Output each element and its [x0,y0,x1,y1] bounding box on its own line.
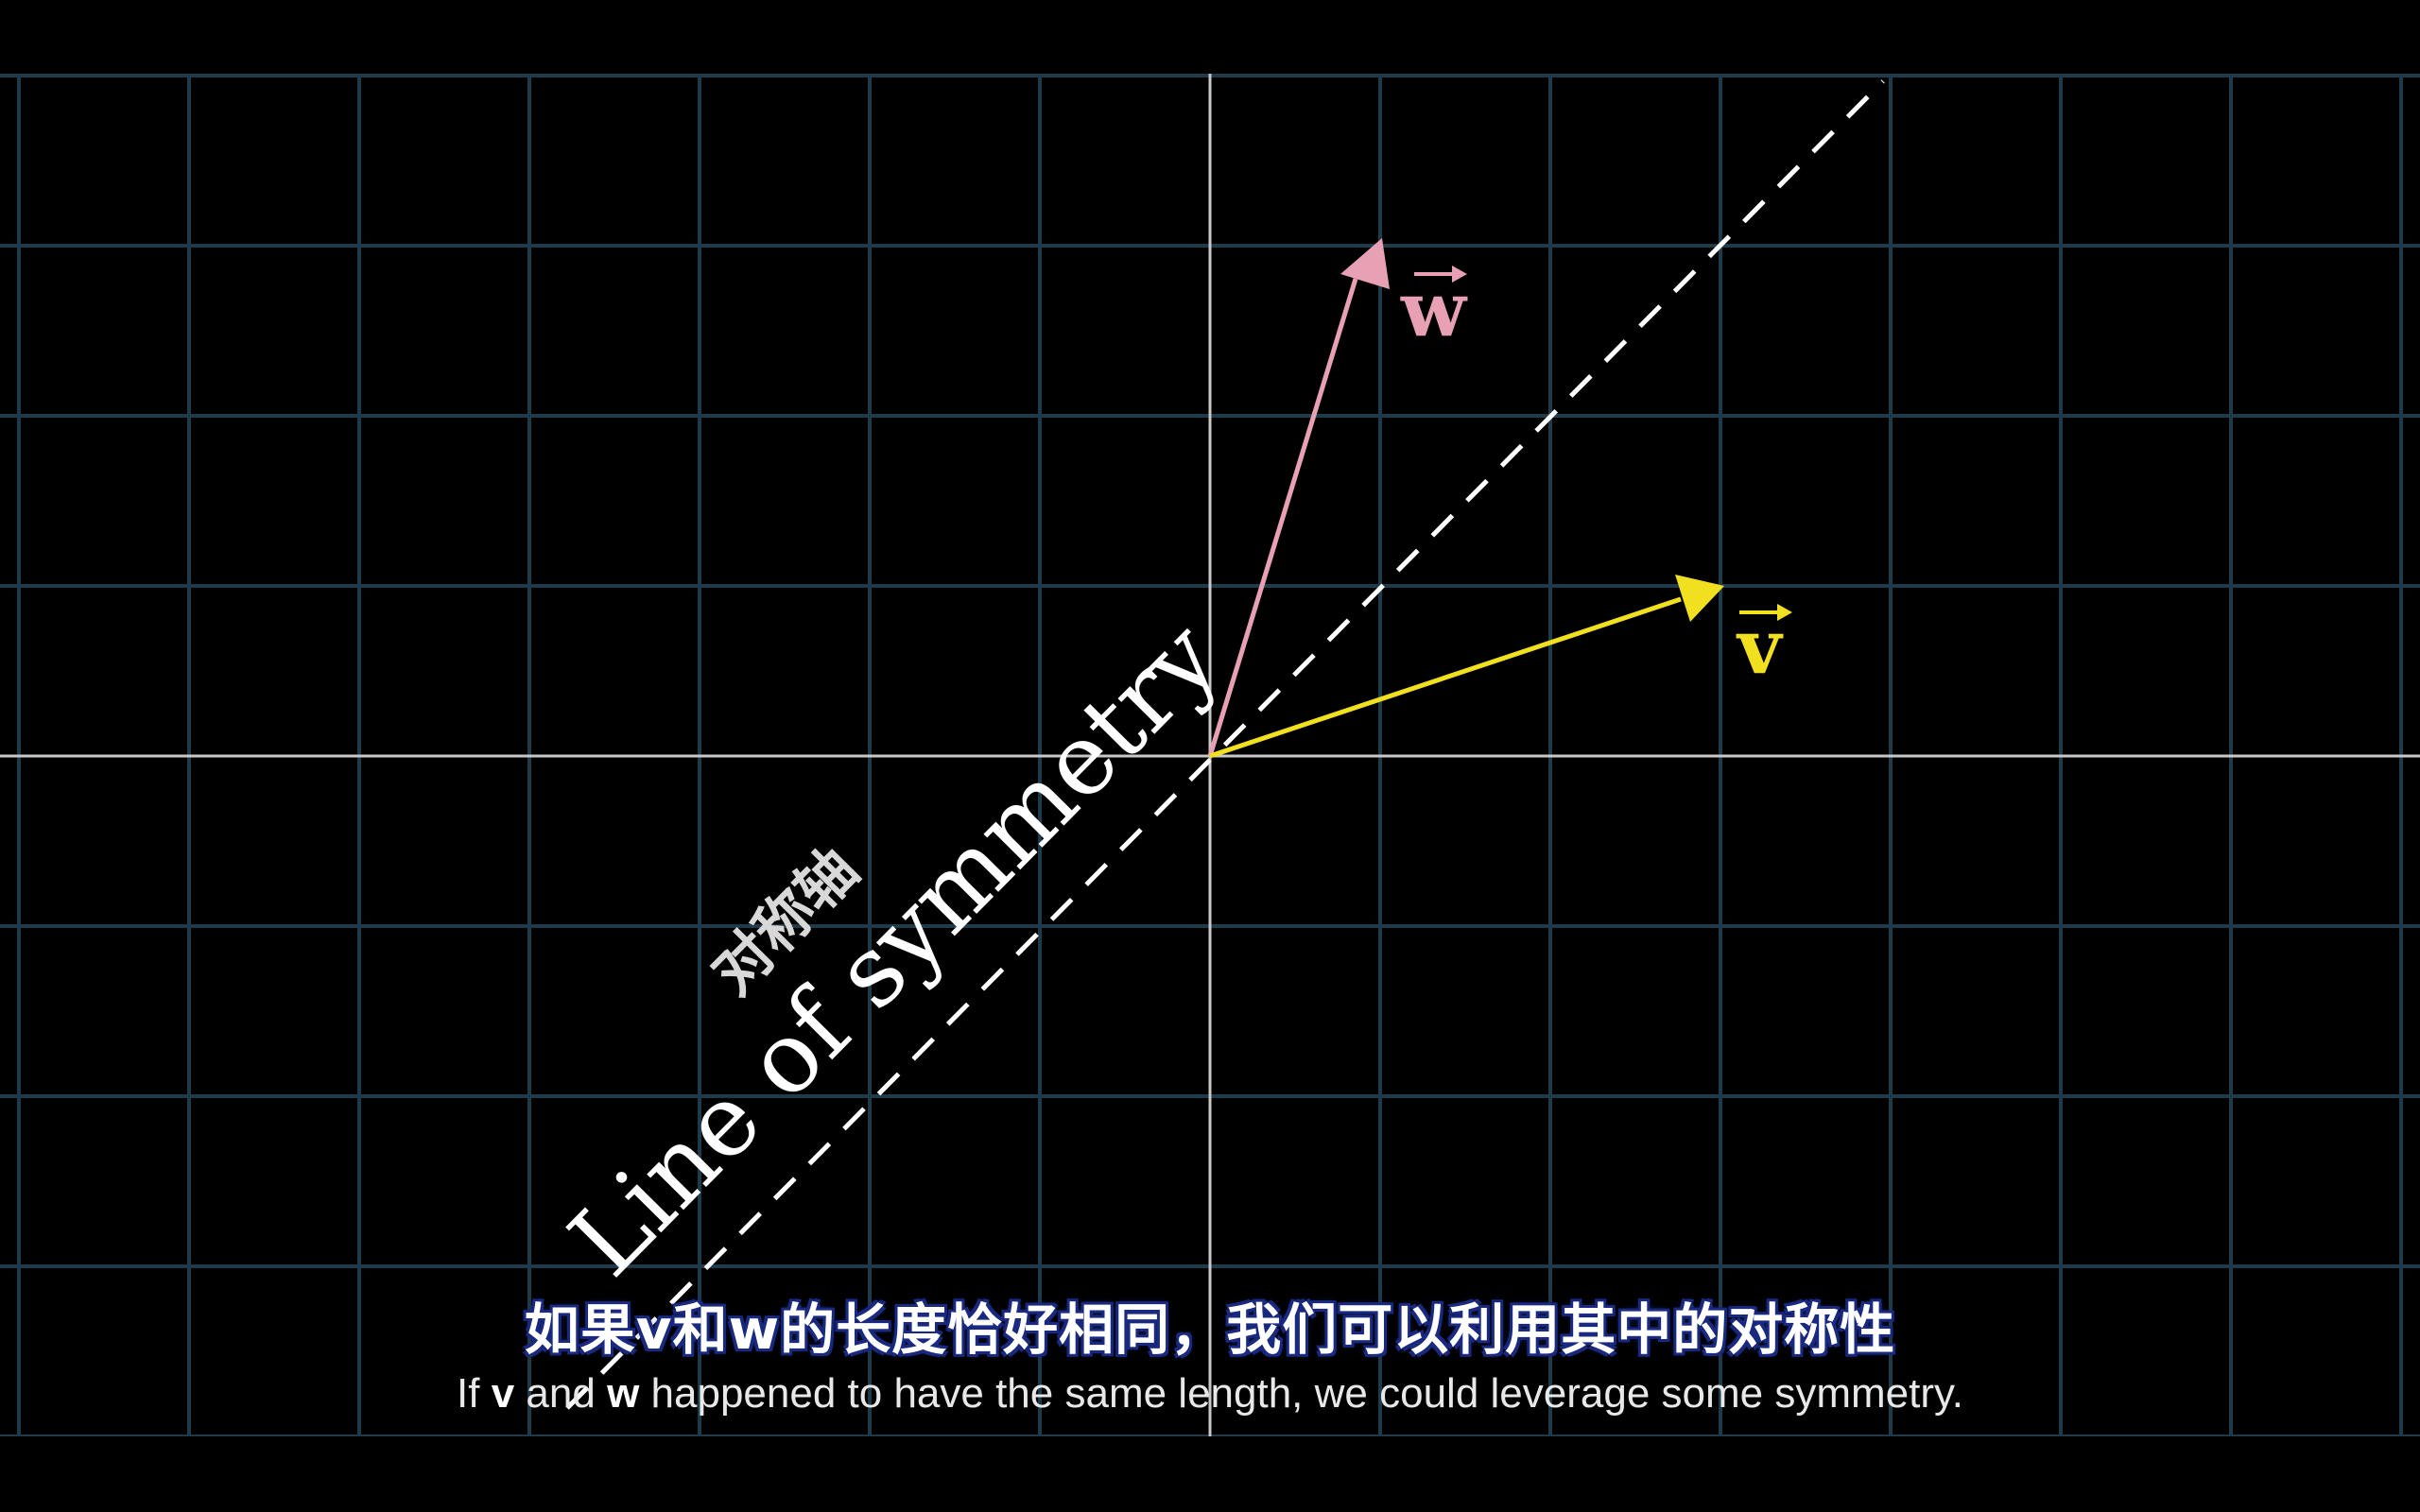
vector-w-shaft [1207,278,1358,757]
subtitle-en-w: w [607,1370,640,1417]
subtitle-english: If v and w happened to have the same len… [0,1370,2420,1418]
vector-v-label-group: v [1736,602,1792,691]
vector-w [1207,238,1390,757]
vector-w-label-group: w [1400,265,1468,353]
vector-w-arrow-accent-head [1452,266,1467,283]
subtitle-en-v: v [491,1370,515,1417]
subtitle-chinese: 如果v和w的长度恰好相同，我们可以利用其中的对称性 [524,1297,1896,1362]
subtitle-en-part2: and [514,1370,608,1417]
vector-v-label: v [1736,602,1784,691]
symmetry-line [565,79,1885,1410]
subtitle-en-part3: happened to have the same length, we cou… [639,1370,1963,1417]
vector-v [1209,575,1724,759]
vector-v-arrow-accent-head [1777,604,1792,621]
symmetry-label-en: Line of symmetry [547,599,1240,1297]
subtitle-en-part1: If [457,1370,492,1417]
vector-v-shaft [1209,596,1682,759]
vector-v-arrowhead [1675,575,1724,622]
vector-w-arrowhead [1340,238,1390,289]
